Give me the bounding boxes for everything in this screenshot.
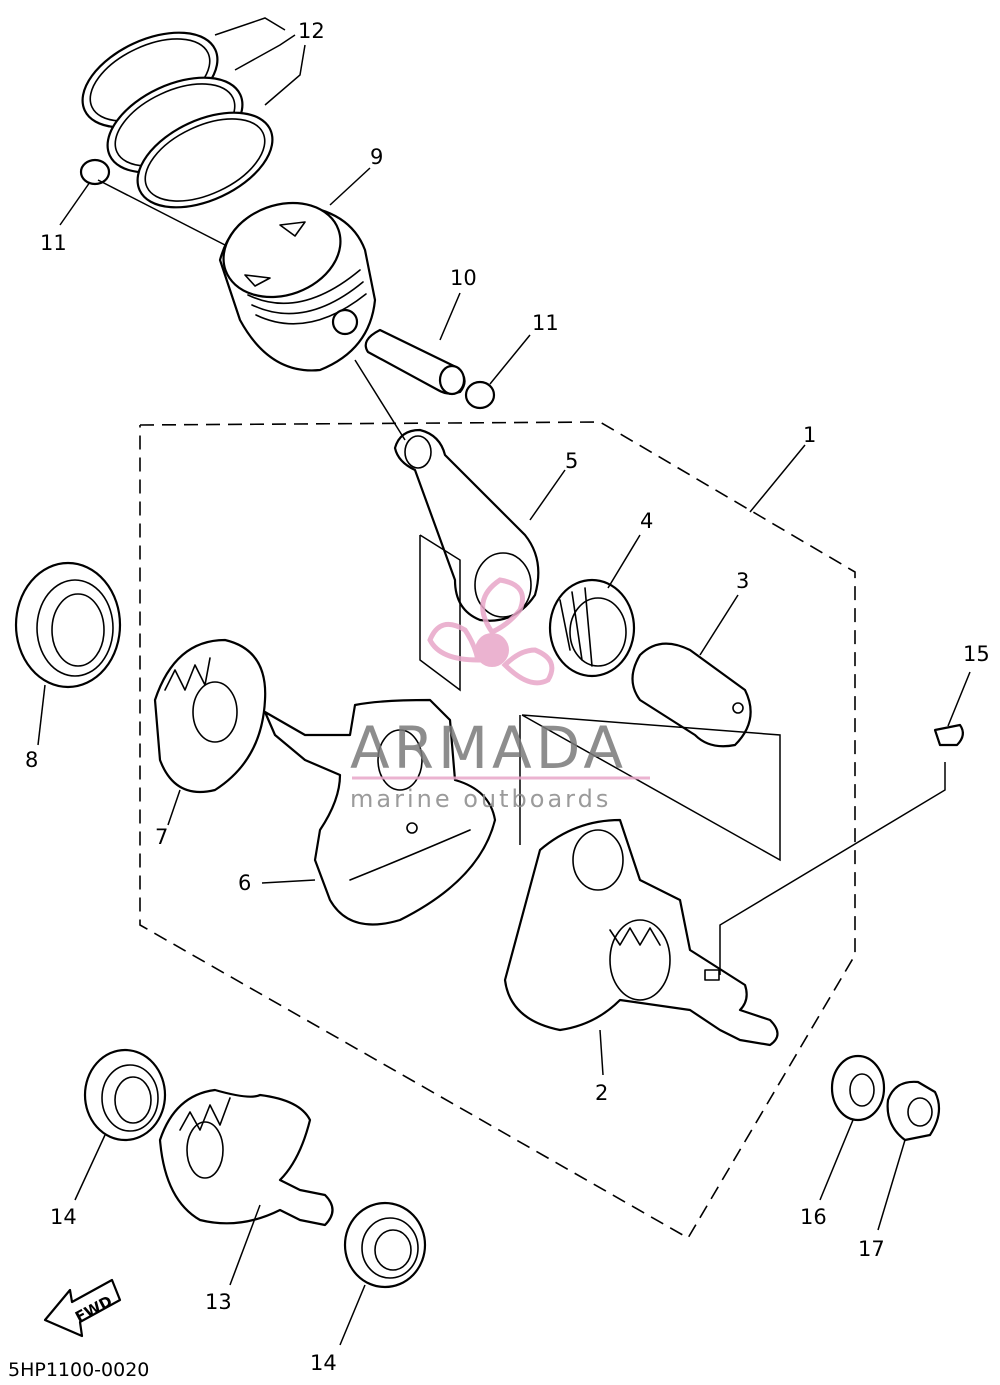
washer bbox=[830, 1054, 886, 1122]
piston-rings bbox=[81, 31, 274, 209]
needle-bearing bbox=[548, 578, 636, 678]
callout-8: 8 bbox=[25, 748, 38, 772]
watermark-subtitle: marine outboards bbox=[350, 785, 611, 813]
woodruff-key bbox=[933, 723, 964, 747]
callout-7: 7 bbox=[155, 825, 168, 849]
leader-lines bbox=[37, 17, 971, 1346]
callout-10: 10 bbox=[450, 266, 477, 290]
diagram-code: 5HP1100-0020 bbox=[8, 1359, 149, 1381]
nut bbox=[886, 1080, 941, 1142]
piston bbox=[218, 201, 377, 372]
watermark-title: ARMADA bbox=[350, 714, 627, 782]
circlip-right bbox=[464, 380, 496, 410]
callout-6: 6 bbox=[238, 871, 251, 895]
bearing-14-left bbox=[83, 1048, 167, 1142]
callout-11-right: 11 bbox=[532, 311, 559, 335]
callout-11-left: 11 bbox=[40, 231, 67, 255]
callout-17: 17 bbox=[858, 1237, 885, 1261]
callout-9: 9 bbox=[370, 145, 383, 169]
piston-pin bbox=[364, 328, 466, 396]
bearing-8 bbox=[14, 561, 122, 689]
callout-14-left: 14 bbox=[50, 1205, 77, 1229]
callout-16: 16 bbox=[800, 1205, 827, 1229]
crank-pin bbox=[631, 642, 752, 748]
callout-12: 12 bbox=[298, 19, 325, 43]
callout-13: 13 bbox=[205, 1290, 232, 1314]
circlip-left bbox=[79, 158, 111, 186]
callout-5: 5 bbox=[565, 449, 578, 473]
propeller-logo-icon bbox=[427, 577, 555, 686]
watermark: ARMADA marine outboards bbox=[350, 577, 650, 813]
callout-1: 1 bbox=[803, 423, 816, 447]
forward-direction-arrow: FWD bbox=[43, 1278, 122, 1338]
drive-gear bbox=[153, 638, 267, 794]
callout-15: 15 bbox=[963, 642, 990, 666]
bearing-14-right bbox=[343, 1201, 427, 1289]
crank-web-left bbox=[263, 698, 497, 926]
connecting-rod bbox=[393, 428, 540, 622]
balancer-shaft bbox=[158, 1088, 334, 1227]
crankshaft-assembly-boundary bbox=[139, 421, 856, 1240]
callout-2: 2 bbox=[595, 1081, 608, 1105]
callout-3: 3 bbox=[736, 569, 749, 593]
callout-4: 4 bbox=[640, 509, 653, 533]
crankshaft bbox=[503, 818, 779, 1047]
callout-14-right: 14 bbox=[310, 1351, 337, 1375]
